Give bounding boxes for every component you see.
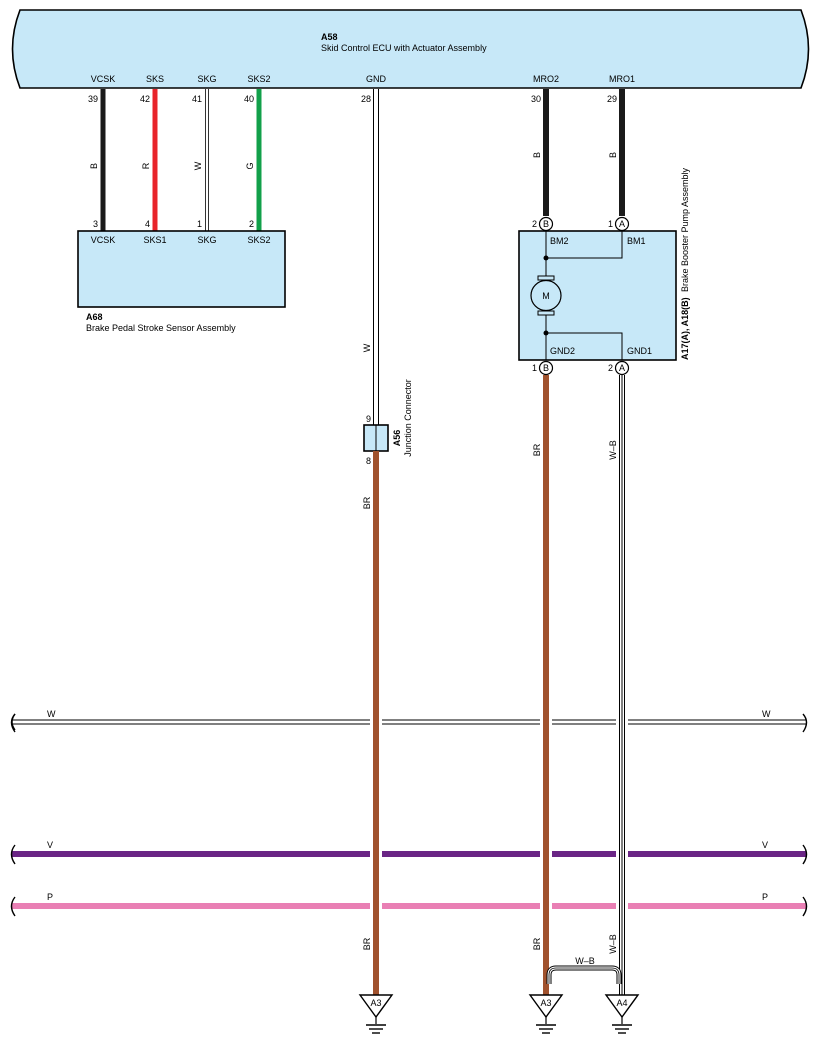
ecu-pin-mro1: MRO1: [609, 74, 635, 84]
ground-a4: A4: [604, 994, 640, 1034]
wire-label-gnd-bottom: BR: [362, 937, 372, 950]
junction-a56: 9 8 A56 Junction Connector: [363, 379, 413, 466]
pump-pin-number: 2: [608, 363, 613, 373]
bus-line-v: V V: [12, 840, 806, 858]
motor-icon: [530, 279, 562, 312]
wire-crossings-w: [373, 716, 625, 728]
pump-pin-gnd2: GND2: [550, 346, 575, 356]
bus-label: W: [762, 709, 771, 719]
pump-code: A17(A), A18(B): [680, 297, 690, 360]
wire-label-gnd2-bottom: BR: [532, 937, 542, 950]
ecu-pin-number: 41: [192, 94, 202, 104]
wire-label-skg: W: [193, 161, 203, 170]
ecu-pin-number: 40: [244, 94, 254, 104]
pump-pin-bm2: BM2: [550, 236, 569, 246]
pump-name: Brake Booster Pump Assembly: [680, 167, 690, 292]
wire-wb-join: [546, 965, 622, 984]
wire-label-gnd1-bottom: W–B: [608, 934, 618, 954]
ecu-pin-mro2: MRO2: [533, 74, 559, 84]
ecu-pin-number: 29: [607, 94, 617, 104]
wire-label-vcsk: B: [89, 163, 99, 169]
pump-connector-bm1: A 1: [608, 216, 630, 232]
wire-label-mro2: B: [532, 152, 542, 158]
wire-label-sks: R: [141, 162, 151, 169]
connector-letter: A: [619, 363, 625, 373]
ecu-pin-sks2: SKS2: [247, 74, 270, 84]
ecu-pin-skg: SKG: [197, 74, 216, 84]
ecu-name: Skid Control ECU with Actuator Assembly: [321, 43, 487, 53]
sensor-name: Brake Pedal Stroke Sensor Assembly: [86, 323, 236, 333]
sensor-pin-number: 4: [145, 219, 150, 229]
ecu-pin-number: 28: [361, 94, 371, 104]
junction-name: Junction Connector: [403, 379, 413, 457]
wire-label-gnd-lower: BR: [362, 496, 372, 509]
junction-pin-bottom: 8: [366, 456, 371, 466]
connector-letter: B: [543, 219, 549, 229]
connector-letter: B: [543, 363, 549, 373]
junction-code: A56: [392, 430, 402, 447]
bus-label: P: [47, 892, 53, 902]
pump-connector-bm2: B 2: [532, 216, 554, 232]
ecu-pin-vcsk: VCSK: [91, 74, 116, 84]
pump-connector-gnd1: A 2: [608, 360, 630, 376]
sensor-pin-skg: SKG: [197, 235, 216, 245]
bus-break-marks: [10, 713, 808, 917]
wire-label-sks2: G: [245, 162, 255, 169]
ground-label: A3: [540, 998, 551, 1008]
pump-connector-gnd2: B 1: [532, 360, 554, 376]
junction-pin-top: 9: [366, 414, 371, 424]
sensor-pin-sks1: SKS1: [143, 235, 166, 245]
pump-pin-number: 1: [532, 363, 537, 373]
ground-a3-left: A3: [358, 994, 394, 1034]
ground-a3-right: A3: [528, 994, 564, 1034]
bus-line-p: P P: [12, 892, 806, 910]
ecu-pin-gnd: GND: [366, 74, 387, 84]
wire-label-mro1: B: [608, 152, 618, 158]
pump-pin-gnd1: GND1: [627, 346, 652, 356]
ecu-a58: A58 Skid Control ECU with Actuator Assem…: [11, 9, 810, 104]
sensor-pin-number: 1: [197, 219, 202, 229]
sensor-a68: 3 4 1 2 VCSK SKS1 SKG SKS2 A68 Brake Ped…: [77, 219, 286, 333]
bus-label: P: [762, 892, 768, 902]
sensor-pin-number: 3: [93, 219, 98, 229]
motor-label: M: [542, 291, 550, 301]
wire-label-gnd-upper: W: [362, 343, 372, 352]
ecu-pin-sks: SKS: [146, 74, 164, 84]
ecu-pin-number: 39: [88, 94, 98, 104]
sensor-pin-sks2: SKS2: [247, 235, 270, 245]
connector-letter: A: [619, 219, 625, 229]
pump-pin-number: 2: [532, 219, 537, 229]
wire-label-gnd1: W–B: [608, 440, 618, 460]
sensor-pin-number: 2: [249, 219, 254, 229]
ground-label: A3: [370, 998, 381, 1008]
sensor-code: A68: [86, 312, 103, 322]
ecu-code: A58: [321, 32, 338, 42]
ground-label: A4: [616, 998, 627, 1008]
ecu-pin-number: 42: [140, 94, 150, 104]
bus-label: W: [47, 709, 56, 719]
ecu-pin-number: 30: [531, 94, 541, 104]
pump-a17-a18: M BM2 BM1 GND2 GND1 A17(A), A18(B) Brake…: [518, 167, 690, 361]
bus-line-w: W W: [12, 709, 806, 725]
wire-label-gnd2: BR: [532, 443, 542, 456]
bus-label: V: [47, 840, 53, 850]
wire-label-join: W–B: [575, 956, 595, 966]
pump-pin-bm1: BM1: [627, 236, 646, 246]
pump-pin-number: 1: [608, 219, 613, 229]
sensor-pin-vcsk: VCSK: [91, 235, 116, 245]
bus-label: V: [762, 840, 768, 850]
